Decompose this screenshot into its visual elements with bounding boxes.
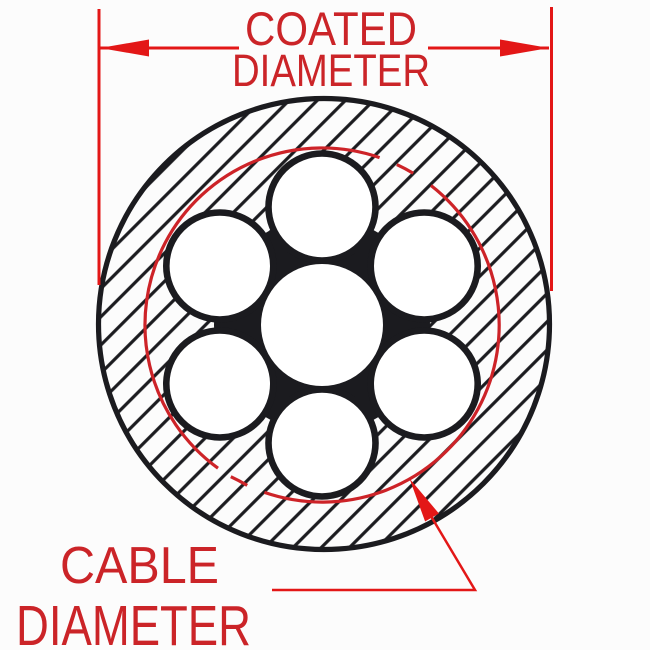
svg-text:DIAMETER: DIAMETER: [16, 594, 251, 650]
svg-text:COATED: COATED: [245, 3, 417, 56]
svg-text:CABLE: CABLE: [60, 536, 219, 594]
svg-text:DIAMETER: DIAMETER: [232, 45, 430, 96]
